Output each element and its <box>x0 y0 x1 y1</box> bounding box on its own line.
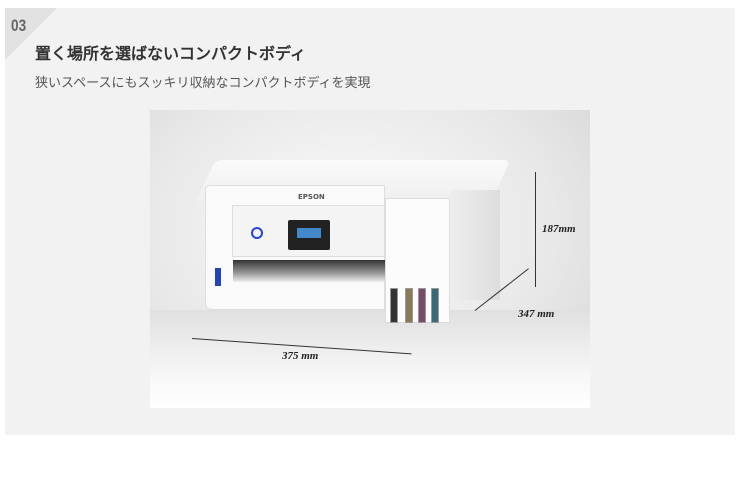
feature-section: 03 置く場所を選ばないコンパクトボディ 狭いスペースにもスッキリ収納なコンパク… <box>5 8 735 435</box>
power-button-icon <box>251 227 263 239</box>
ink-tank-magenta <box>418 288 426 323</box>
card-slot <box>215 268 221 286</box>
brand-logo: EPSON <box>298 193 325 201</box>
height-arrow <box>535 172 536 287</box>
section-subtitle: 狭いスペースにもスッキリ収納なコンパクトボディを実現 <box>35 76 371 91</box>
printer-side <box>450 190 500 300</box>
floor-reflection <box>150 310 590 408</box>
section-number: 03 <box>11 16 27 35</box>
height-label: 187mm <box>542 223 576 235</box>
section-number-badge <box>5 8 57 60</box>
section-title: 置く場所を選ばないコンパクトボディ <box>35 44 306 63</box>
paper-output-slot <box>233 260 385 282</box>
depth-label: 347 mm <box>518 308 555 320</box>
lcd-screen <box>288 220 330 250</box>
printer-dimensions-image: EPSON 187mm 347 mm 375 mm <box>150 110 590 408</box>
ink-tank-cyan <box>431 288 439 323</box>
ink-tank-black <box>390 288 398 323</box>
ink-tank-yellow <box>405 288 413 323</box>
width-label: 375 mm <box>282 350 319 362</box>
